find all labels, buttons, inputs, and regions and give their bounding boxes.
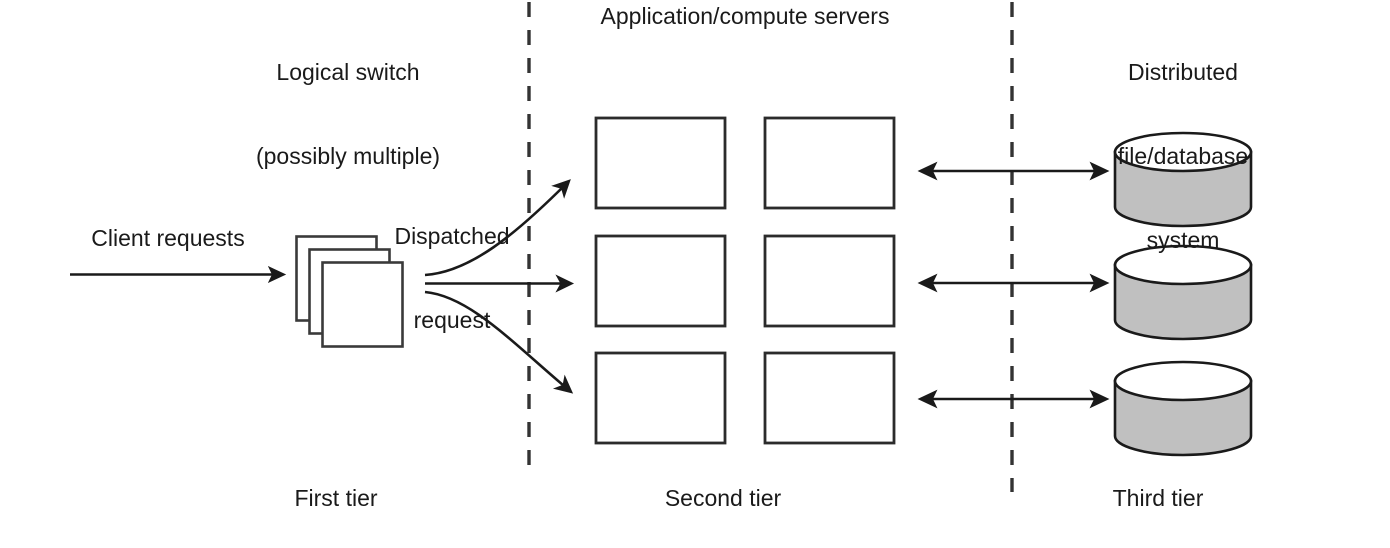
curved-arrow-icon-dispatch-top — [424, 179, 571, 277]
server-box-icon-r1c1 — [594, 116, 727, 210]
stacked-switch-icon — [295, 235, 404, 348]
switch-box-front — [321, 261, 404, 348]
database-cylinder-icon-1 — [1113, 131, 1253, 228]
label-dispatched-request-line1: Dispatched — [394, 223, 510, 249]
header-third-tier: Distributed file/database system — [1118, 2, 1248, 310]
server-box-icon-r2c1 — [594, 234, 727, 328]
header-second-tier: Application/compute servers — [600, 3, 890, 29]
footer-third-tier: Third tier — [1112, 485, 1204, 511]
header-first-tier: Logical switch (possibly multiple) — [256, 2, 440, 226]
curved-arrow-icon-dispatch-bottom — [424, 290, 574, 394]
header-first-tier-line2: (possibly multiple) — [255, 143, 441, 169]
header-third-tier-line2: file/database — [1117, 143, 1249, 169]
server-box-icon-r3c1 — [594, 351, 727, 445]
footer-first-tier: First tier — [294, 485, 378, 511]
footer-second-tier: Second tier — [664, 485, 782, 511]
database-cylinder-icon-3 — [1113, 360, 1253, 457]
label-dispatched-request: Dispatched request — [394, 166, 509, 390]
header-third-tier-line3: system — [1146, 227, 1220, 253]
server-box-icon-r1c2 — [763, 116, 896, 210]
label-client-requests: Client requests — [91, 225, 245, 251]
server-box-icon-r2c2 — [763, 234, 896, 328]
header-first-tier-line1: Logical switch — [276, 59, 420, 85]
server-box-icon-r3c2 — [763, 351, 896, 445]
header-third-tier-line1: Distributed — [1128, 59, 1238, 85]
database-cylinder-icon-2 — [1113, 244, 1253, 341]
label-dispatched-request-line2: request — [413, 307, 491, 333]
